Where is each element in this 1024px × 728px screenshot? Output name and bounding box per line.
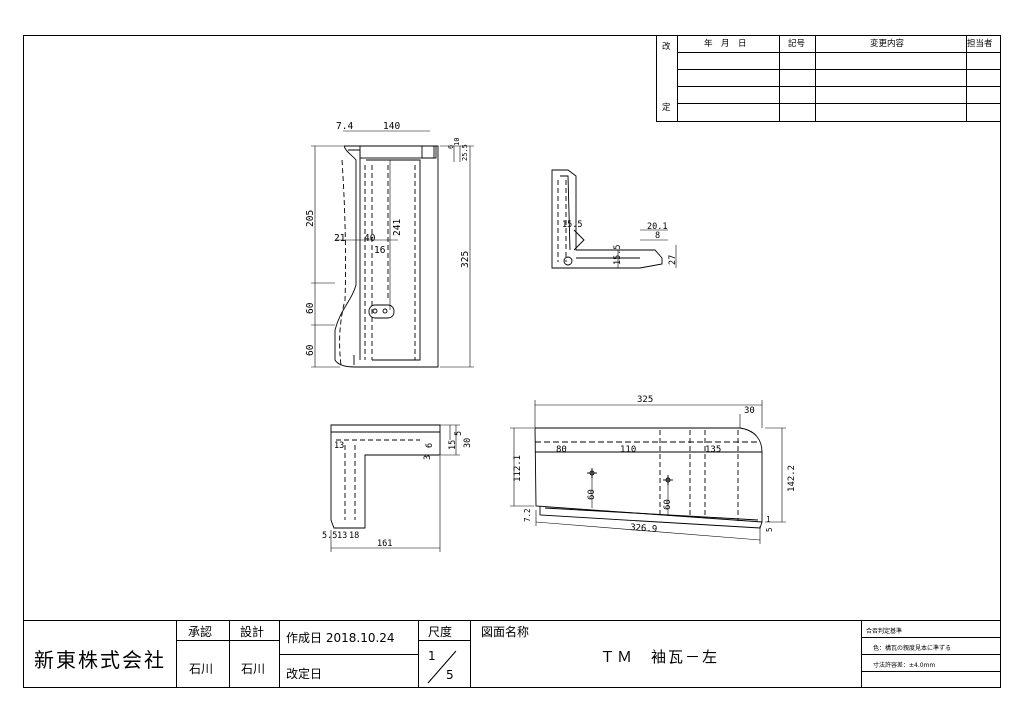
revision-header-content: 変更内容 — [870, 38, 905, 49]
dim-side-20-1: 20.1 — [647, 222, 667, 232]
revised-date-label: 改定日 — [286, 667, 323, 681]
side-view — [551, 169, 663, 269]
dim-front-6: 6 — [447, 145, 455, 149]
criteria-title: 合否判定基準 — [866, 628, 903, 635]
dim-bottom-325: 325 — [637, 395, 653, 405]
created-label: 作成日 — [286, 631, 323, 645]
revision-header-person: 担当者 — [967, 38, 993, 49]
top-view-dimension-lines — [330, 424, 460, 552]
dim-top-3: 3 — [423, 455, 433, 460]
design-label: 設計 — [240, 625, 265, 639]
created-date-label: 作成日 2018.10.24 — [286, 629, 395, 646]
dim-top-5-5: 5.5 — [322, 531, 337, 541]
drawing-name-label: 図面名称 — [481, 625, 530, 639]
side-view-dimension-lines — [617, 229, 677, 268]
dim-front-140: 140 — [383, 121, 400, 132]
dim-front-7-4: 7.4 — [336, 121, 353, 132]
dim-front-16: 16 — [374, 245, 386, 256]
dim-top-6: 6 — [425, 443, 435, 448]
dim-bottom-135: 135 — [705, 445, 721, 455]
design-name: 石川 — [241, 662, 266, 676]
dim-bottom-142-2: 142.2 — [787, 465, 797, 492]
dim-top-18: 18 — [349, 531, 359, 541]
dim-bottom-112-1: 112.1 — [513, 455, 523, 482]
dim-top-5: 5 — [454, 431, 464, 436]
dim-bottom-5: 5 — [765, 527, 774, 532]
scale-denominator: 5 — [446, 668, 454, 682]
dim-top-13-lower: 13 — [337, 531, 347, 541]
created-date: 2018.10.24 — [325, 631, 395, 645]
criteria-color: 色：構瓦の親度見本に準ずる — [873, 645, 952, 652]
dim-bottom-60-left: 60 — [587, 489, 597, 500]
dim-bottom-60-right: 60 — [663, 499, 673, 510]
dim-side-8: 8 — [655, 231, 660, 241]
criteria-tolerance: 寸法許容差：±4.0mm — [873, 662, 936, 669]
front-view — [334, 145, 439, 368]
dim-front-60-lower: 60 — [305, 344, 316, 356]
dim-side-15-5: 15.5 — [562, 220, 582, 230]
bottom-view-dimension-lines — [510, 400, 786, 544]
front-view-dimension-lines — [311, 130, 474, 368]
revision-header-symbol: 記号 — [788, 38, 805, 49]
dim-side-15-5-vertical: 15.5 — [613, 245, 623, 265]
dim-front-325: 325 — [460, 251, 471, 268]
company-name: 新東株式会社 — [34, 648, 166, 672]
drawing-name: ＴＭ 袖瓦－左 — [600, 648, 720, 666]
scale-label: 尺度 — [428, 625, 453, 639]
approve-label: 承認 — [188, 625, 213, 639]
dim-bottom-80: 80 — [556, 445, 567, 455]
revision-header-date: 年 月 日 — [704, 38, 747, 49]
scale-numerator: 1 — [428, 649, 436, 663]
dim-top-30: 30 — [463, 438, 473, 448]
dim-bottom-326-9: 326.9 — [630, 523, 658, 535]
sheet-border — [23, 35, 1001, 688]
revision-table-grid — [656, 35, 1001, 122]
approve-name: 石川 — [189, 662, 214, 676]
dim-bottom-7-2: 7.2 — [523, 508, 532, 522]
dim-front-21: 21 — [334, 233, 346, 244]
dim-top-13: 13 — [334, 441, 344, 451]
dim-front-241: 241 — [392, 219, 403, 236]
dim-front-205: 205 — [305, 210, 316, 227]
title-block-grid — [23, 620, 1001, 688]
dim-top-161: 161 — [377, 539, 392, 549]
dim-side-27: 27 — [668, 255, 678, 265]
dim-front-25-5: 25.5 — [461, 144, 469, 161]
dim-bottom-1: 1 — [766, 515, 771, 524]
dim-bottom-30: 30 — [744, 406, 755, 416]
dim-front-10: 10 — [453, 138, 461, 146]
revision-side-bottom: 定 — [662, 102, 671, 113]
revision-side-top: 改 — [662, 41, 671, 52]
top-view — [330, 424, 441, 529]
dim-bottom-110: 110 — [620, 445, 636, 455]
dim-top-15: 15 — [448, 440, 458, 450]
dim-front-40: 40 — [364, 233, 376, 244]
dim-front-60-upper: 60 — [305, 302, 316, 314]
bottom-view — [534, 427, 763, 529]
